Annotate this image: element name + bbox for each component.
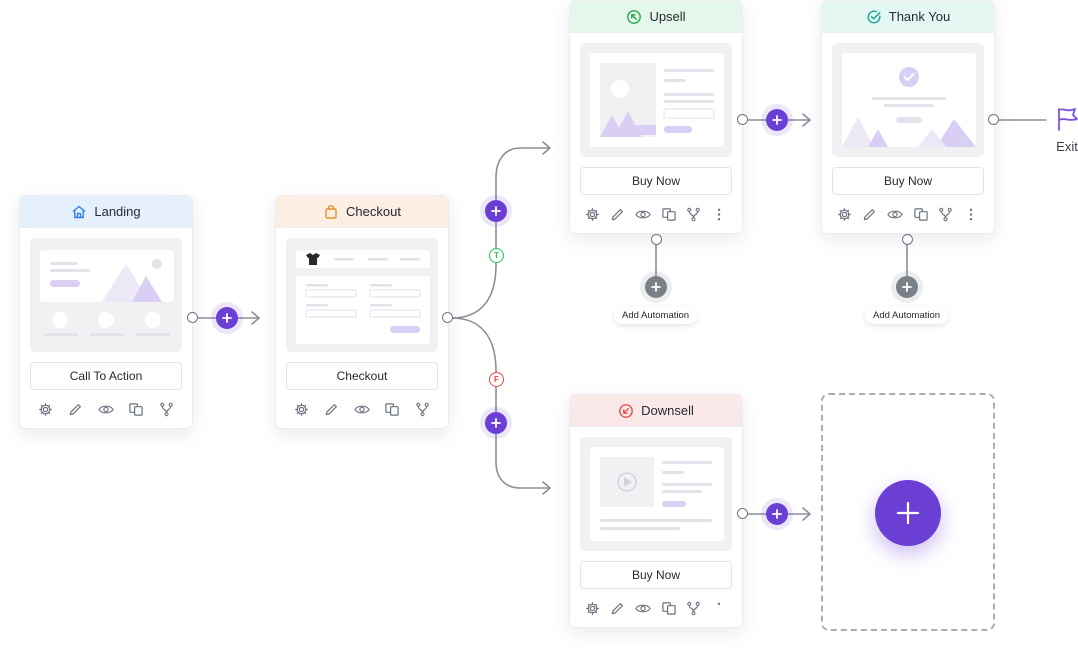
add-step-button[interactable] xyxy=(216,307,238,329)
more-icon[interactable] xyxy=(711,206,727,222)
false-branch-badge: F xyxy=(489,372,504,387)
plus-icon xyxy=(222,313,232,323)
duplicate-icon[interactable] xyxy=(913,206,929,222)
step-card-landing[interactable]: Landing Call To Action xyxy=(19,195,193,429)
split-icon[interactable] xyxy=(686,206,702,222)
step-title: Thank You xyxy=(888,9,951,24)
pencil-icon[interactable] xyxy=(68,401,84,417)
output-port[interactable] xyxy=(442,312,453,323)
buy-now-button[interactable]: Buy Now xyxy=(580,167,732,195)
split-icon[interactable] xyxy=(159,401,175,417)
duplicate-icon[interactable] xyxy=(661,206,677,222)
eye-icon[interactable] xyxy=(98,401,114,417)
pencil-icon[interactable] xyxy=(324,401,340,417)
gear-icon[interactable] xyxy=(585,600,601,616)
split-icon[interactable] xyxy=(415,401,431,417)
step-title: Landing xyxy=(94,204,141,219)
add-automation-label[interactable]: Add Automation xyxy=(865,307,949,324)
true-branch-badge: T xyxy=(489,248,504,263)
checkout-button[interactable]: Checkout xyxy=(286,362,438,390)
add-automation-label[interactable]: Add Automation xyxy=(614,307,698,324)
plus-icon xyxy=(896,501,920,525)
add-automation-button[interactable] xyxy=(896,276,918,298)
shopping-bag-icon xyxy=(323,204,339,220)
add-new-step-button[interactable] xyxy=(875,480,941,546)
automation-port[interactable] xyxy=(902,234,913,245)
step-header-upsell: Upsell xyxy=(570,1,742,33)
more-icon[interactable] xyxy=(963,206,979,222)
flag-icon xyxy=(1058,108,1078,131)
step-toolbar xyxy=(20,390,192,428)
duplicate-icon[interactable] xyxy=(384,401,400,417)
cta-button[interactable]: Call To Action xyxy=(30,362,182,390)
plus-icon xyxy=(772,115,782,125)
plus-icon xyxy=(491,206,501,216)
page-thumbnail xyxy=(580,437,732,551)
check-circle-icon xyxy=(866,9,882,25)
step-title: Upsell xyxy=(649,9,686,24)
add-step-button[interactable] xyxy=(485,412,507,434)
step-header-checkout: Checkout xyxy=(276,196,448,228)
add-step-button[interactable] xyxy=(485,200,507,222)
output-port[interactable] xyxy=(737,508,748,519)
new-step-placeholder[interactable] xyxy=(821,393,995,631)
step-header-landing: Landing xyxy=(20,196,192,228)
step-card-downsell[interactable]: Downsell Buy Now xyxy=(569,394,743,628)
buy-now-button[interactable]: Buy Now xyxy=(580,561,732,589)
step-card-upsell[interactable]: Upsell Buy Now xyxy=(569,0,743,234)
step-title: Checkout xyxy=(346,204,401,219)
add-step-button[interactable] xyxy=(766,109,788,131)
eye-icon[interactable] xyxy=(354,401,370,417)
add-step-button[interactable] xyxy=(766,503,788,525)
exit-node[interactable]: Exit xyxy=(1050,106,1078,154)
page-thumbnail xyxy=(832,43,984,157)
pencil-icon[interactable] xyxy=(610,600,626,616)
step-toolbar xyxy=(570,589,742,627)
gear-icon[interactable] xyxy=(837,206,853,222)
exit-label: Exit xyxy=(1056,139,1078,154)
pencil-icon[interactable] xyxy=(610,206,626,222)
step-toolbar xyxy=(276,390,448,428)
duplicate-icon[interactable] xyxy=(128,401,144,417)
step-toolbar xyxy=(822,195,994,233)
plus-icon xyxy=(772,509,782,519)
output-port[interactable] xyxy=(737,114,748,125)
page-thumbnail xyxy=(286,238,438,352)
gear-icon[interactable] xyxy=(293,401,309,417)
add-automation-button[interactable] xyxy=(645,276,667,298)
step-toolbar xyxy=(570,195,742,233)
plus-icon xyxy=(902,282,912,292)
page-thumbnail xyxy=(30,238,182,352)
page-thumbnail xyxy=(580,43,732,157)
step-title: Downsell xyxy=(641,403,694,418)
eye-icon[interactable] xyxy=(887,206,904,222)
home-icon xyxy=(71,204,87,220)
plus-icon xyxy=(651,282,661,292)
gear-icon[interactable] xyxy=(37,401,53,417)
eye-icon[interactable] xyxy=(635,600,652,616)
automation-port[interactable] xyxy=(651,234,662,245)
step-header-downsell: Downsell xyxy=(570,395,742,427)
split-icon[interactable] xyxy=(686,600,702,616)
plus-icon xyxy=(491,418,501,428)
duplicate-icon[interactable] xyxy=(661,600,677,616)
step-card-thank-you[interactable]: Thank You Buy Now xyxy=(821,0,995,234)
gear-icon[interactable] xyxy=(585,206,601,222)
step-card-checkout[interactable]: Checkout Checkout xyxy=(275,195,449,429)
output-port[interactable] xyxy=(187,312,198,323)
eye-icon[interactable] xyxy=(635,206,652,222)
output-port[interactable] xyxy=(988,114,999,125)
step-header-thank-you: Thank You xyxy=(822,1,994,33)
pencil-icon[interactable] xyxy=(862,206,878,222)
arrow-down-circle-icon xyxy=(618,403,634,419)
arrow-up-circle-icon xyxy=(626,9,642,25)
buy-now-button[interactable]: Buy Now xyxy=(832,167,984,195)
more-icon[interactable] xyxy=(711,600,727,616)
split-icon[interactable] xyxy=(938,206,954,222)
